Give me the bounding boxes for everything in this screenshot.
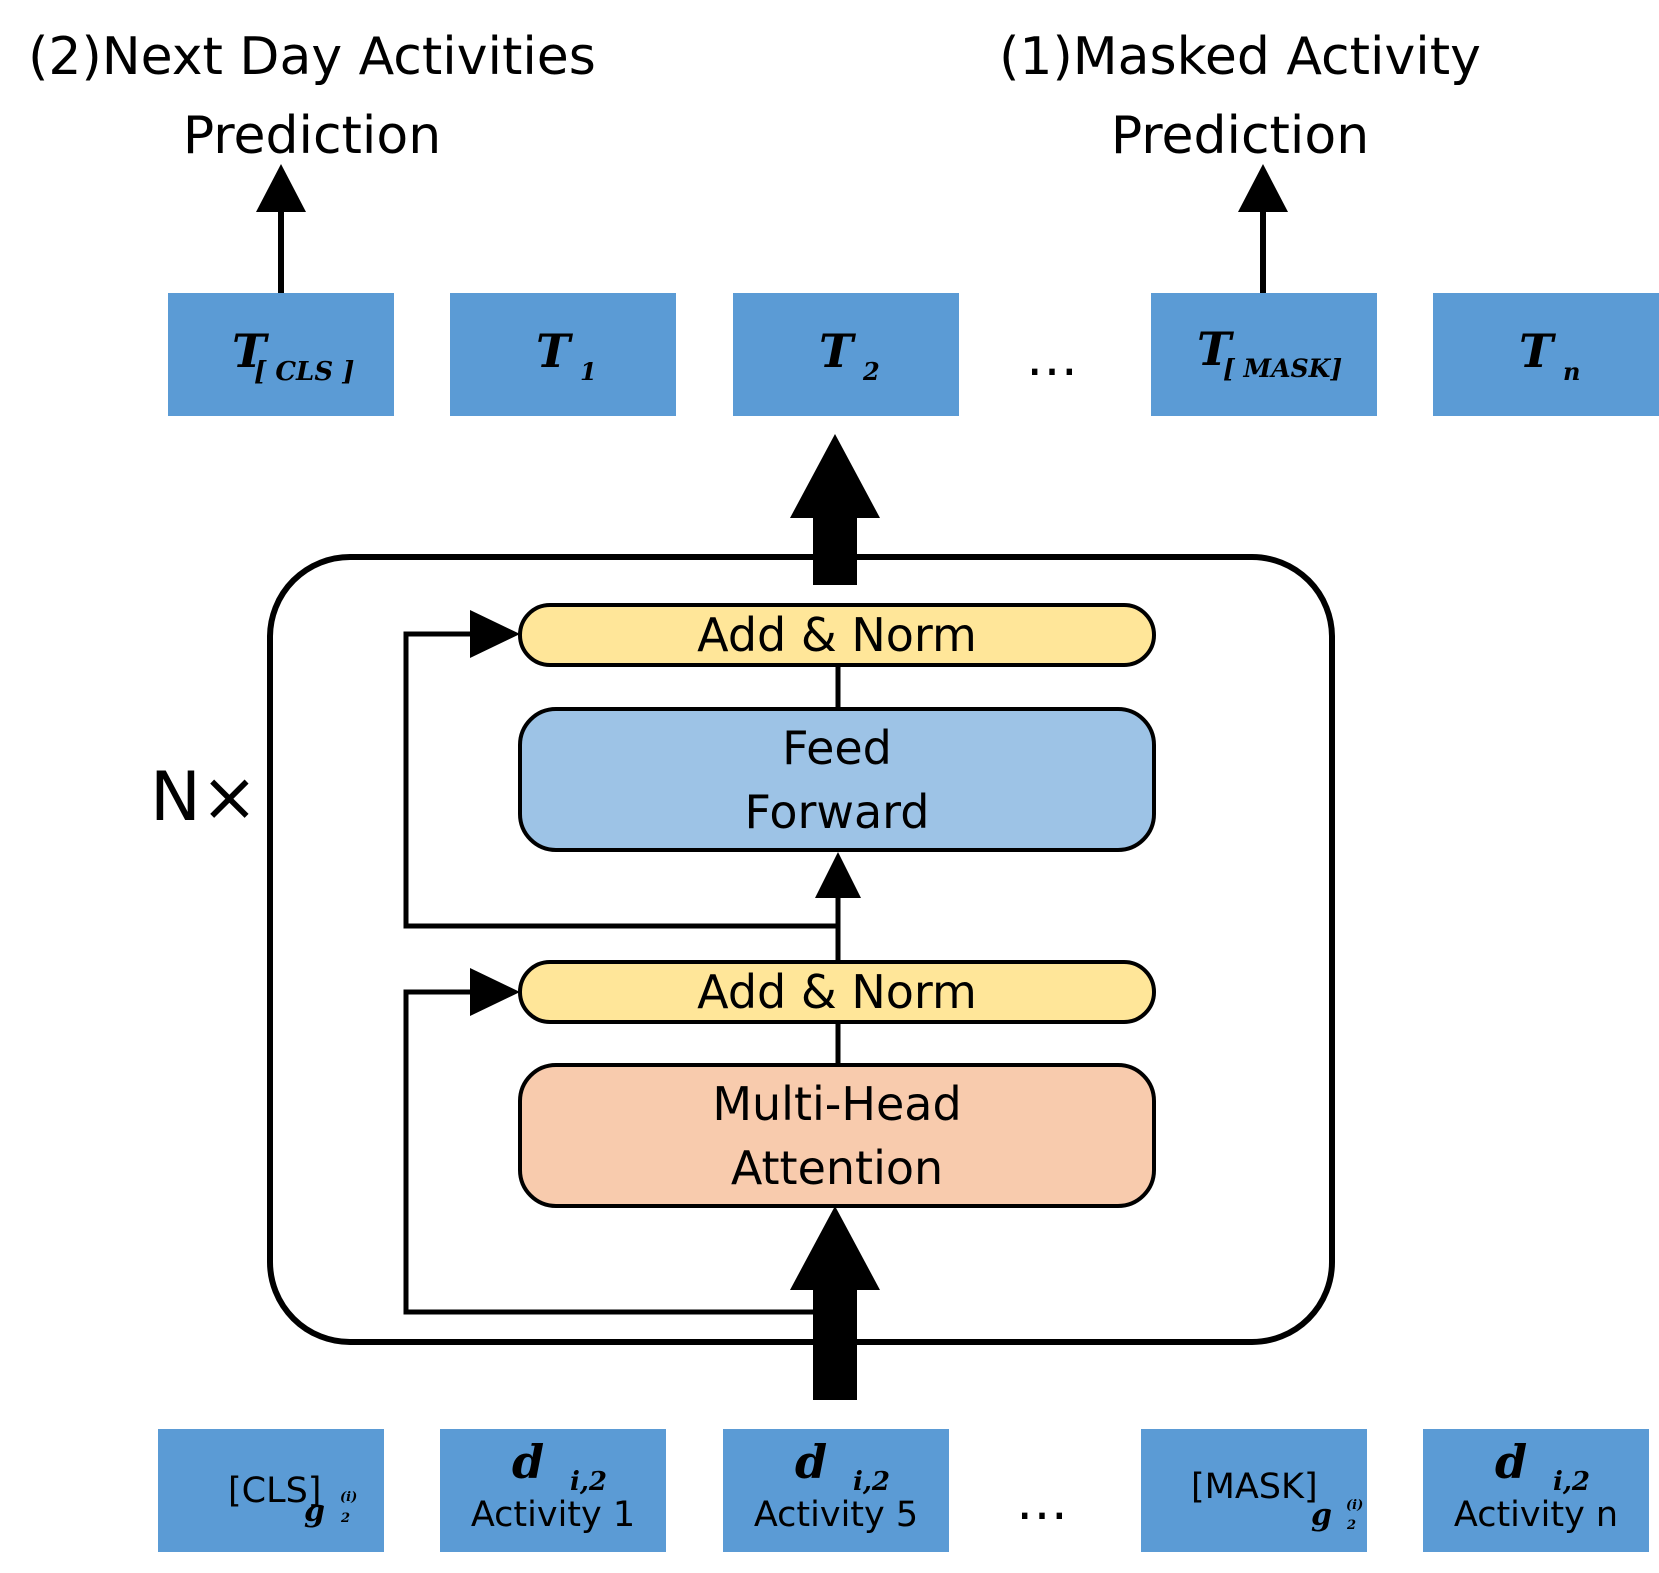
input-token-mask: [MASK] g (i) 2 (1141, 1429, 1367, 1552)
output-token-subscript: 1 (580, 357, 597, 386)
input-token-cls: [CLS] g (i) 2 (158, 1429, 384, 1552)
output-token-symbol: T (819, 324, 854, 378)
output-token-symbol: T (232, 324, 267, 378)
output-token-2: T 2 (733, 293, 959, 416)
feed-forward-block: Feed Forward (518, 707, 1156, 852)
input-token-activity-label: Activity n (1453, 1495, 1619, 1535)
input-token-d-subscript: i,2 (853, 1467, 891, 1497)
residual-connection-upper (403, 631, 838, 929)
output-token-subscript: [ CLS ] (254, 357, 355, 387)
input-token-d-subscript: i,2 (1553, 1467, 1591, 1497)
output-ellipsis: … (1026, 328, 1080, 388)
input-ellipsis: … (1016, 1472, 1070, 1532)
input-token-d-symbol: d (512, 1435, 545, 1489)
output-token-subscript: 2 (863, 357, 880, 386)
encoder-frame (267, 554, 1335, 1345)
input-token-mask-text: [MASK] (1191, 1467, 1318, 1507)
input-token-activity-label: Activity 1 (470, 1495, 636, 1535)
add-norm-bottom-label: Add & Norm (697, 965, 977, 1019)
input-token-activity-n: d i,2 Activity n (1423, 1429, 1649, 1552)
masked-activity-title-line1: (1)Masked Activity (999, 27, 1481, 87)
output-token-subscript: n (1563, 357, 1581, 386)
input-token-d-subscript: i,2 (570, 1467, 608, 1497)
residual-connection-lower (403, 989, 835, 1315)
output-token-subscript: [ MASK] (1223, 354, 1343, 383)
input-token-activity-5: d i,2 Activity 5 (723, 1429, 949, 1552)
next-day-title-line1: (2)Next Day Activities (28, 27, 596, 87)
feed-forward-label-line1: Feed (782, 720, 892, 775)
output-token-cls: T [ CLS ] (168, 293, 394, 416)
input-token-g-subscript: 2 (1347, 1518, 1357, 1533)
feed-forward-label-line2: Forward (744, 784, 930, 839)
output-token-1: T 1 (450, 293, 676, 416)
masked-activity-title-line2: Prediction (1110, 106, 1370, 166)
attention-label-line2: Attention (730, 1140, 944, 1195)
next-day-title-line2: Prediction (182, 106, 442, 166)
output-token-symbol: T (1197, 322, 1232, 376)
repeat-count-label: N× (150, 758, 258, 837)
encoder-output-arrow-shaft (813, 512, 857, 585)
input-token-g-superscript: (i) (1346, 1498, 1364, 1513)
output-token-mask: T [ MASK] (1151, 293, 1377, 416)
input-token-d-symbol: d (795, 1435, 828, 1489)
input-token-g-superscript: (i) (340, 1490, 358, 1505)
input-token-activity-label: Activity 5 (753, 1495, 919, 1535)
input-token-g-symbol: g (304, 1494, 325, 1529)
input-token-g-subscript: 2 (341, 1511, 351, 1526)
output-token-symbol: T (1519, 324, 1554, 378)
cls-to-next-day-arrowhead (256, 164, 306, 212)
multi-head-attention-block: Multi-Head Attention (518, 1063, 1156, 1208)
add-norm-top-label: Add & Norm (697, 608, 977, 662)
addnorm-to-feedforward-arrowhead (815, 852, 861, 898)
attention-label-line1: Multi-Head (712, 1076, 962, 1131)
input-token-activity-1: d i,2 Activity 1 (440, 1429, 666, 1552)
add-norm-bottom: Add & Norm (518, 960, 1156, 1024)
encoder-output-arrowhead (790, 434, 880, 518)
add-norm-top: Add & Norm (518, 603, 1156, 667)
output-token-symbol: T (536, 324, 571, 378)
input-token-g-symbol: g (1311, 1498, 1332, 1533)
residual-lower-arrowhead (470, 968, 520, 1016)
input-token-d-symbol: d (1495, 1435, 1528, 1489)
output-token-n: T n (1433, 293, 1659, 416)
input-arrowhead (790, 1206, 880, 1290)
mask-to-masked-prediction-arrowhead (1238, 164, 1288, 212)
input-token-cls-text: [CLS] (228, 1471, 322, 1511)
residual-upper-arrowhead (470, 610, 520, 658)
